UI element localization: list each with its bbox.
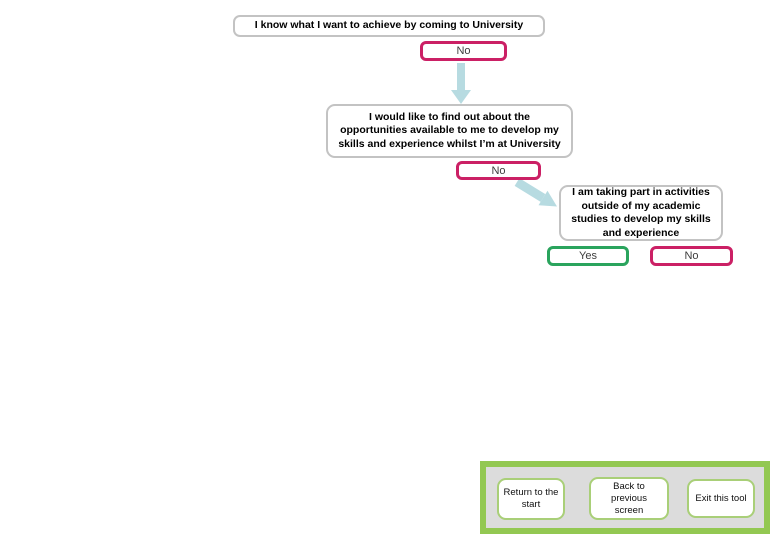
return-to-start-button[interactable]: Return to the start <box>497 478 565 520</box>
no-button-node2[interactable]: No <box>456 161 541 180</box>
no-button-node3[interactable]: No <box>650 246 733 266</box>
nav-panel: Return to the start Back to previous scr… <box>480 461 770 534</box>
yes-button-node3[interactable]: Yes <box>547 246 629 266</box>
down-arrow-icon <box>449 63 473 104</box>
diagonal-down-right-arrow-icon <box>513 178 561 210</box>
exit-this-tool-button[interactable]: Exit this tool <box>687 479 755 518</box>
statement-node-find-opportunities: I would like to find out about the oppor… <box>326 104 573 158</box>
statement-node-achieve-university: I know what I want to achieve by coming … <box>233 15 545 37</box>
back-to-previous-screen-button[interactable]: Back to previous screen <box>589 477 669 520</box>
statement-node-taking-part-activities: I am taking part in activities outside o… <box>559 185 723 241</box>
no-button-node1[interactable]: No <box>420 41 507 61</box>
